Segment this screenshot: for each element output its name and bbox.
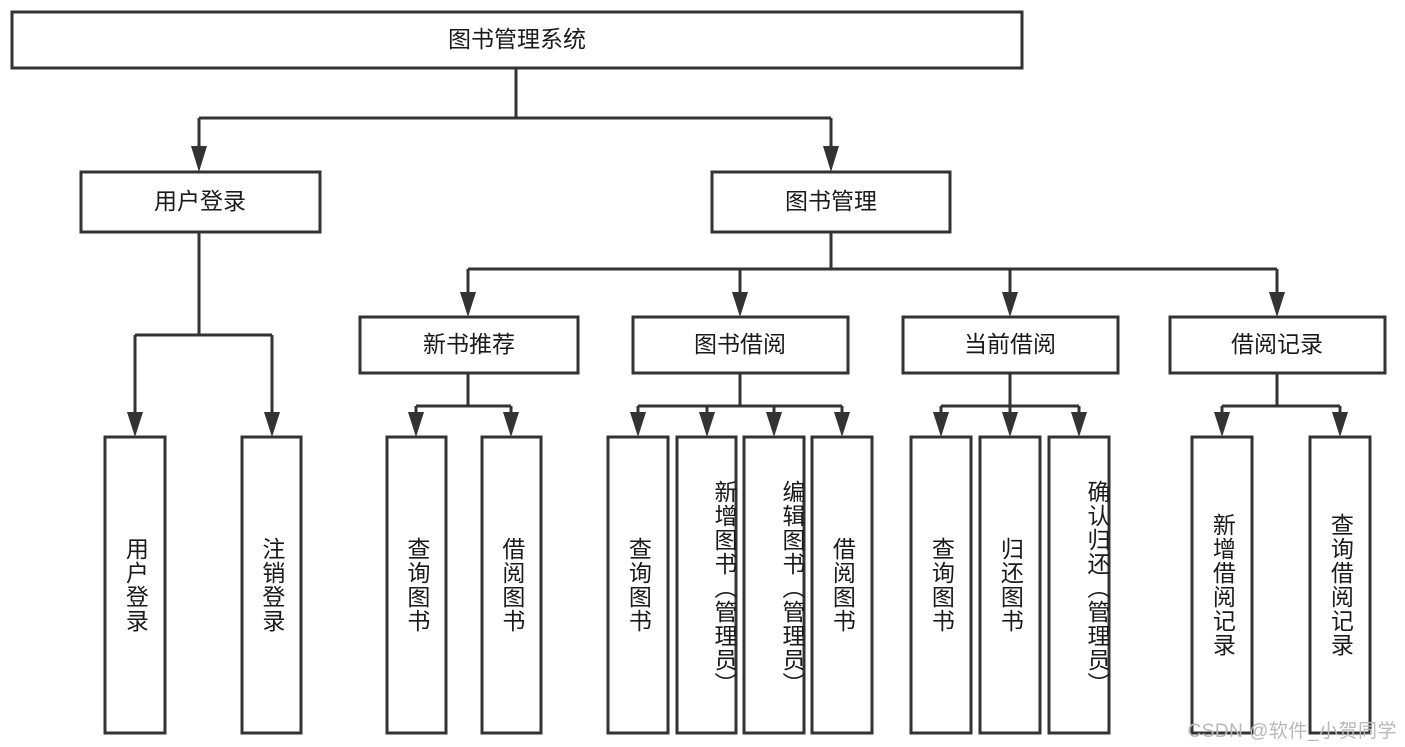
node-leaf-return-book-box[interactable] [978,435,1042,735]
node-new-book-recommend-box[interactable] [358,315,580,375]
node-book-manage-box[interactable] [710,170,952,234]
arrow-head-leaf-borrow-book-1 [503,412,519,437]
arrow-head-book-borrow [732,292,748,317]
node-leaf-confirm-return-box[interactable] [1047,435,1111,735]
arrow-head-new-book-recommend [460,292,476,317]
arrow-head-leaf-add-record [1214,412,1230,437]
arrow-head-leaf-user-logout [264,412,280,437]
node-book-manage[interactable]: 图书管理 [710,170,952,234]
node-leaf-add-book-box[interactable] [675,435,738,735]
node-current-borrow-box[interactable] [901,315,1120,375]
arrow-head-current-borrow [1002,292,1018,317]
node-user-login[interactable]: 用户登录 [79,170,322,234]
node-current-borrow-label: 当前借阅 [964,331,1056,357]
node-borrow-record[interactable]: 借阅记录 [1168,315,1387,375]
node-borrow-record-label: 借阅记录 [1231,331,1323,357]
arrow-head-borrow-record [1269,292,1285,317]
arrow-head-leaf-query-book-1 [408,412,424,437]
node-leaf-borrow-book-2-box[interactable] [810,435,874,735]
arrow-head-leaf-edit-book [766,412,782,437]
node-user-login-box[interactable] [79,170,322,234]
connector-layer [127,68,1348,437]
arrow-head-leaf-add-book [699,412,715,437]
node-leaf-query-book-3-box[interactable] [909,435,973,735]
arrow-head-leaf-confirm-return [1071,412,1087,437]
node-leaf-query-book-2-box[interactable] [606,435,670,735]
node-book-borrow-box[interactable] [631,315,850,375]
arrow-head-leaf-query-book-2 [630,412,646,437]
node-new-book-recommend-label: 新书推荐 [423,331,515,357]
arrow-head-user-login [191,146,207,172]
node-leaf-borrow-book-1-box[interactable] [480,435,543,735]
arrow-head-leaf-query-record [1332,412,1348,437]
node-new-book-recommend[interactable]: 新书推荐 [358,315,580,375]
arrow-head-leaf-return-book [1002,412,1018,437]
node-leaf-user-logout-box[interactable] [240,435,303,735]
node-book-manage-label: 图书管理 [785,188,877,214]
node-root-box[interactable] [10,10,1024,70]
arrow-head-leaf-user-login [127,412,143,437]
arrow-head-leaf-borrow-book-2 [834,412,850,437]
node-book-borrow[interactable]: 图书借阅 [631,315,850,375]
node-user-login-label: 用户登录 [154,188,246,214]
node-leaf-edit-book-box[interactable] [742,435,806,735]
node-root[interactable]: 图书管理系统 [10,10,1024,70]
leaf-box-layer [103,435,1372,735]
arrow-head-leaf-query-book-3 [933,412,949,437]
node-leaf-query-book-1-box[interactable] [385,435,448,735]
node-root-label: 图书管理系统 [448,26,586,52]
arrow-head-book-manage [823,146,839,172]
node-current-borrow[interactable]: 当前借阅 [901,315,1120,375]
node-borrow-record-box[interactable] [1168,315,1387,375]
csdn-watermark: CSDN @软件_小贺同学 [1187,721,1397,742]
node-leaf-add-record-box[interactable] [1190,435,1254,735]
node-book-borrow-label: 图书借阅 [694,331,786,357]
node-leaf-user-login-box[interactable] [103,435,167,735]
node-leaf-query-record-box[interactable] [1308,435,1372,735]
